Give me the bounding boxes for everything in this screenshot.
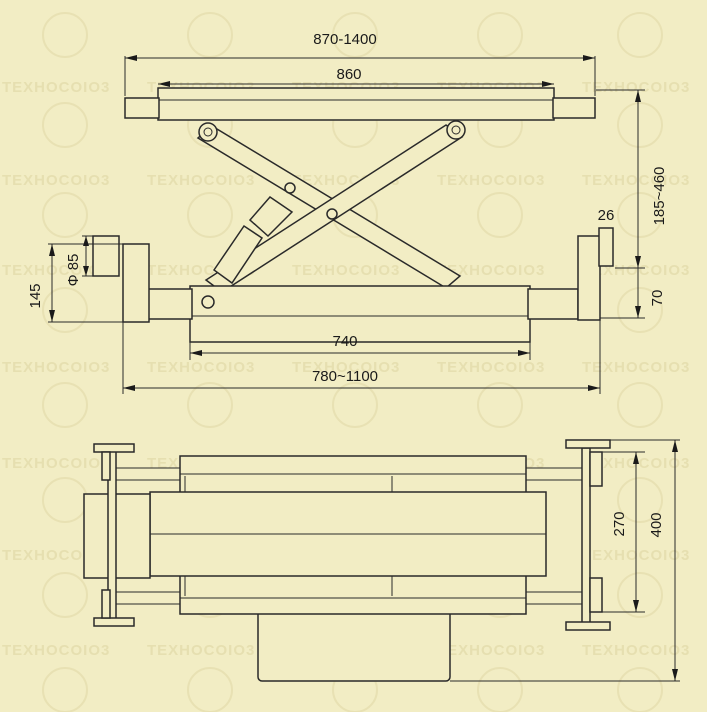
top-extension-left [124,97,160,119]
dim-pad-diameter: Φ 85 [65,254,82,287]
end-cap-left-bottom [93,617,135,627]
svg-text:TEXHOCOIO3: TEXHOCOIO3 [147,359,255,376]
lift-pad-left [92,235,120,277]
svg-text:TEXHOCOIO3: TEXHOCOIO3 [2,547,110,564]
base-extension-right [527,288,579,320]
pad-left-bottom [101,589,111,619]
dim-top-platform: 860 [336,66,361,83]
end-post-left [122,243,150,323]
pivot-base [201,295,215,309]
svg-text:TEXHOCOIO3: TEXHOCOIO3 [2,642,110,659]
dimension-lines-top: 270 400 [450,439,680,682]
dim-base-length: 740 [332,333,357,350]
svg-text:TEXHOCOIO3: TEXHOCOIO3 [582,79,690,96]
svg-text:TEXHOCOIO3: TEXHOCOIO3 [2,172,110,189]
top-platform [157,87,555,121]
hydraulic-cylinder [248,196,294,238]
svg-text:TEXHOCOIO3: TEXHOCOIO3 [437,642,545,659]
dim-base-width-range: 780~1100 [312,368,378,385]
svg-text:TEXHOCOIO3: TEXHOCOIO3 [437,172,545,189]
end-post-right [577,235,601,321]
svg-text:TEXHOCOIO3: TEXHOCOIO3 [582,172,690,189]
top-extension-right [552,97,596,119]
pivot-top-left [198,122,218,142]
dim-height-range: 185~460 [651,167,668,226]
dim-side-height: 145 [27,283,44,308]
base-frame [189,285,531,343]
top-view [83,439,611,682]
dimension-lines-side: 870-1400 860 185~460 70 26 145 Φ 85 740 … [27,31,668,394]
svg-text:TEXHOCOIO3: TEXHOCOIO3 [2,455,110,472]
pad-left-top [101,451,111,481]
svg-text:TEXHOCOIO3: TEXHOCOIO3 [292,262,400,279]
side-plate-left [83,493,151,579]
dim-top-width-range: 870-1400 [313,31,376,48]
svg-text:TEXHOCOIO3: TEXHOCOIO3 [147,172,255,189]
cylinder-rod [212,224,264,285]
hydraulic-pump [257,604,451,682]
pad-right-bottom [589,577,603,613]
end-bar-right [581,447,591,625]
svg-text:TEXHOCOIO3: TEXHOCOIO3 [292,359,400,376]
pivot-center [326,208,338,220]
base-extension-left [147,288,193,320]
svg-text:TEXHOCOIO3: TEXHOCOIO3 [582,359,690,376]
lift-pad-right [598,227,614,267]
svg-text:TEXHOCOIO3: TEXHOCOIO3 [437,359,545,376]
svg-text:TEXHOCOIO3: TEXHOCOIO3 [147,642,255,659]
dim-base-height: 70 [649,290,666,307]
dim-outer-width: 400 [648,512,665,537]
svg-text:TEXHOCOIO3: TEXHOCOIO3 [437,262,545,279]
pivot-top-right [446,120,466,140]
pivot-cylinder [284,182,296,194]
pad-right-top [589,451,603,487]
dim-pad-thickness: 26 [598,207,615,224]
end-cap-right-top [565,439,611,449]
end-cap-right-bottom [565,621,611,631]
side-view [92,87,614,343]
end-cap-left-top [93,443,135,453]
svg-text:TEXHOCOIO3: TEXHOCOIO3 [2,262,110,279]
svg-text:TEXHOCOIO3: TEXHOCOIO3 [2,79,110,96]
svg-text:TEXHOCOIO3: TEXHOCOIO3 [2,359,110,376]
dim-inner-width: 270 [611,511,628,536]
svg-text:TEXHOCOIO3: TEXHOCOIO3 [582,642,690,659]
